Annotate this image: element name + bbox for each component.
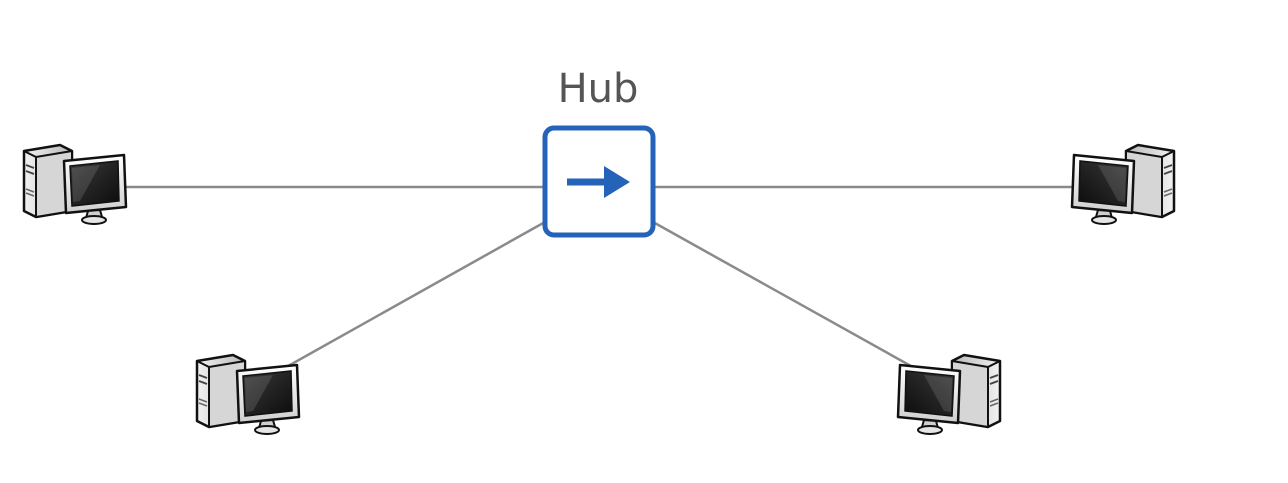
- link-hub-bottom-right: [652, 220, 919, 372]
- desktop-computer-icon: [195, 353, 301, 436]
- link-hub-bottom-left: [280, 220, 546, 372]
- desktop-computer-icon: [22, 143, 128, 226]
- workstation-bottom-left[interactable]: [195, 353, 301, 436]
- arrow-right-icon: [567, 166, 630, 198]
- desktop-computer-icon: [1070, 143, 1176, 226]
- workstation-right[interactable]: [1070, 143, 1176, 226]
- hub-label: Hub: [558, 66, 639, 112]
- desktop-computer-icon: [896, 353, 1002, 436]
- workstation-bottom-right[interactable]: [896, 353, 1002, 436]
- hub-node[interactable]: [542, 125, 656, 238]
- workstation-left[interactable]: [22, 143, 128, 226]
